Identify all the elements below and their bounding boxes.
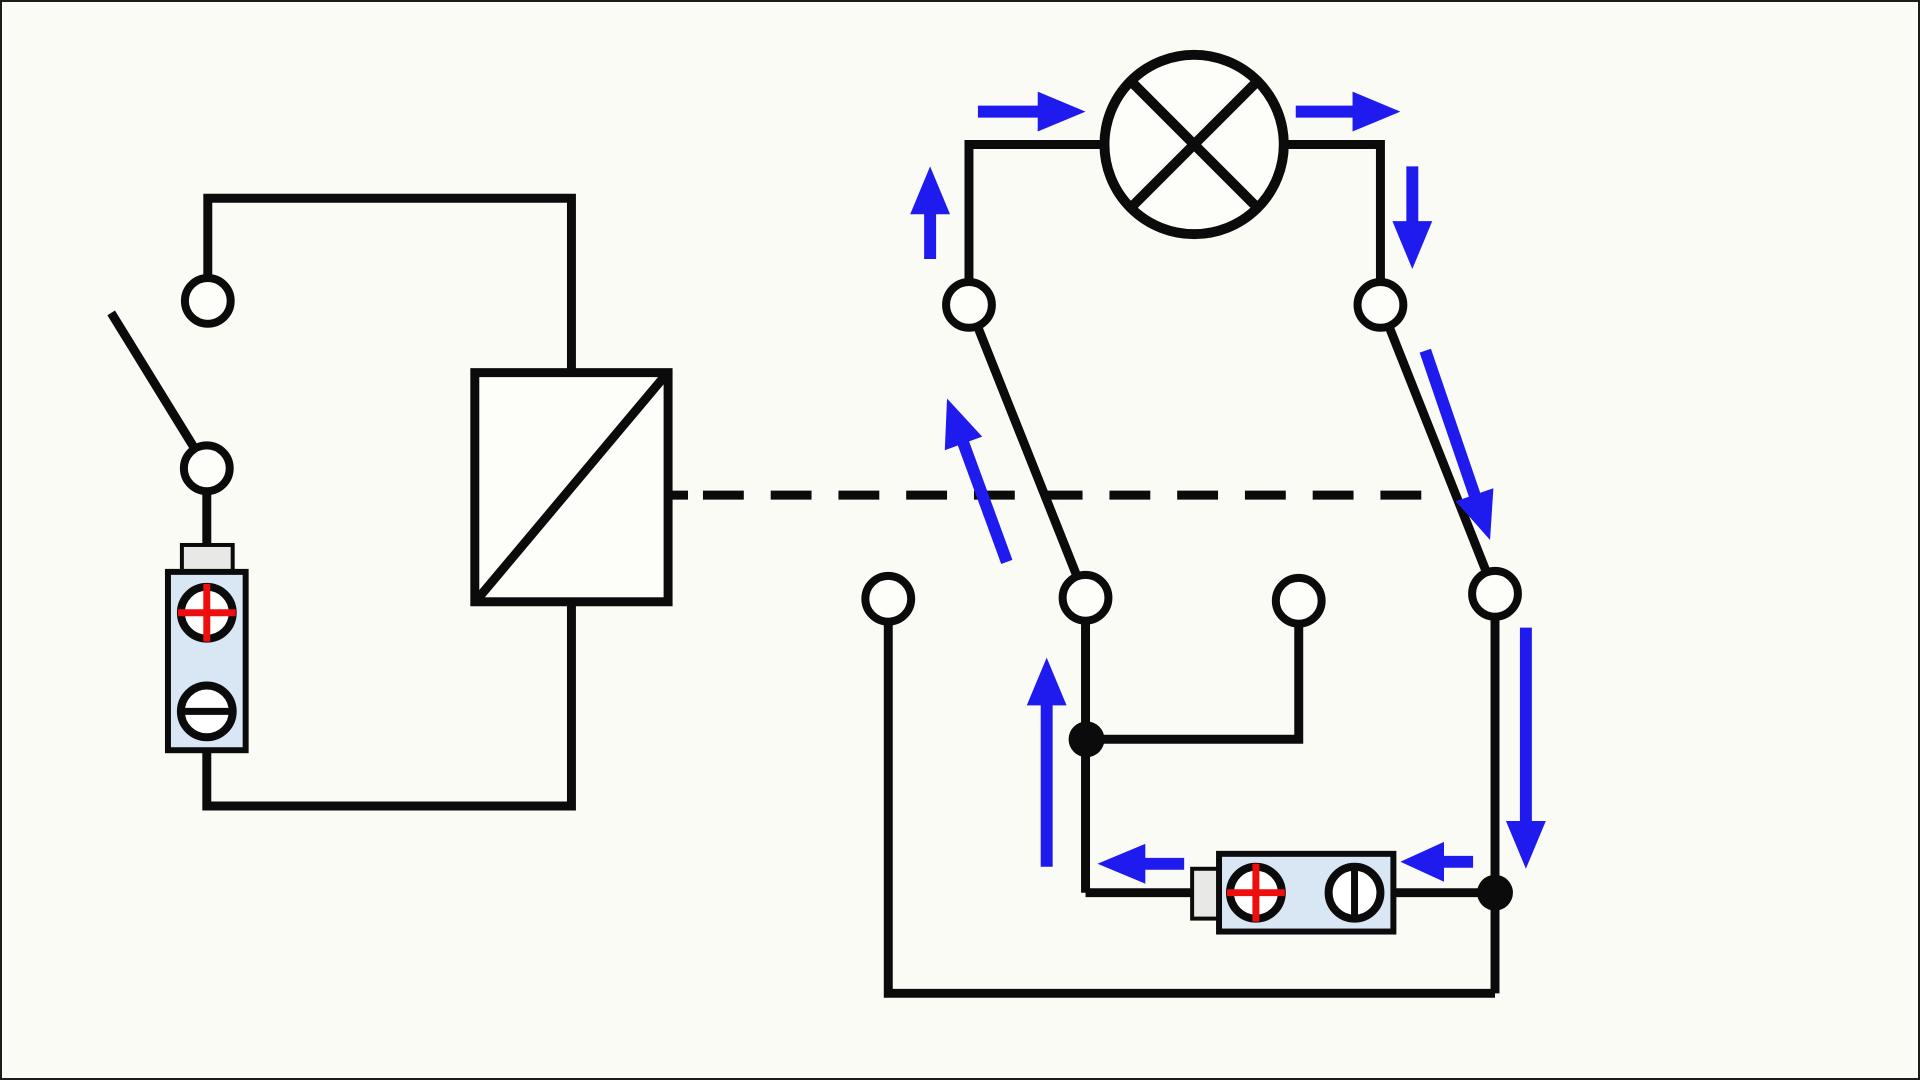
flow-arrow-down-from-lamp: [1392, 166, 1433, 270]
control-switch-top-terminal: [180, 273, 235, 328]
flow-arrow-left-into-battery-head: [1400, 841, 1445, 882]
control-loop-upper-wire: [203, 193, 576, 373]
lamp-cross-2: [1126, 77, 1262, 212]
load-battery-tab: [1190, 866, 1222, 921]
junction-dot-left: [1068, 721, 1105, 758]
relay-coil-diagonal: [474, 372, 669, 602]
control-switch-blade: [107, 310, 211, 471]
inner-right-bottom-terminal: [1271, 573, 1326, 628]
flow-arrow-down-right-blade-head: [1455, 488, 1494, 540]
flow-arrow-out-of-lamp-head: [1352, 91, 1401, 132]
left-changeover-top-terminal: [942, 277, 996, 332]
right-changeover-top-terminal: [1353, 277, 1408, 332]
flow-arrow-down-to-right-junction-head: [1505, 820, 1546, 869]
junction-branch-wire: [1086, 600, 1304, 744]
flow-arrow-down-to-right-junction: [1505, 627, 1546, 869]
flow-arrow-up-left-blade-head: [944, 398, 983, 451]
left-changeover-bottom-terminal: [1058, 570, 1113, 625]
flow-arrow-into-lamp-head: [1037, 91, 1086, 132]
outer-left-bottom-terminal: [861, 571, 916, 626]
lamp: [1099, 49, 1289, 240]
right-changeover-bottom-terminal: [1468, 566, 1522, 621]
control-switch-bottom-terminal: [179, 441, 234, 496]
control-battery-tab: [179, 542, 235, 575]
flow-arrow-up-left-blade-shaft: [956, 436, 1013, 564]
flow-arrow-up-left-blade: [944, 398, 1013, 564]
flow-arrow-left-from-battery: [1097, 843, 1185, 884]
relay-coil: [470, 368, 673, 607]
flow-arrow-up-to-lamp-head: [910, 166, 951, 215]
right-changeover-blade: [1376, 303, 1500, 596]
control-battery: [164, 542, 249, 754]
outer-left-contact-wire: [883, 598, 1496, 998]
flow-arrow-up-from-load-battery-head: [1026, 657, 1067, 706]
flow-arrow-up-to-lamp: [910, 166, 951, 260]
flow-arrow-down-from-lamp-head: [1392, 221, 1433, 270]
flow-arrow-down-right-blade-shaft: [1419, 348, 1482, 502]
flow-arrow-left-into-battery: [1400, 841, 1474, 882]
flow-arrow-into-lamp: [977, 91, 1086, 132]
junction-dot-right: [1477, 874, 1513, 911]
load-battery: [1190, 850, 1397, 935]
flow-arrow-up-from-load-battery: [1026, 657, 1067, 867]
flow-arrow-left-from-battery-head: [1097, 843, 1146, 884]
left-changeover-blade: [964, 303, 1090, 600]
flow-arrow-out-of-lamp: [1295, 91, 1401, 132]
flow-arrow-down-right-blade: [1419, 348, 1494, 540]
